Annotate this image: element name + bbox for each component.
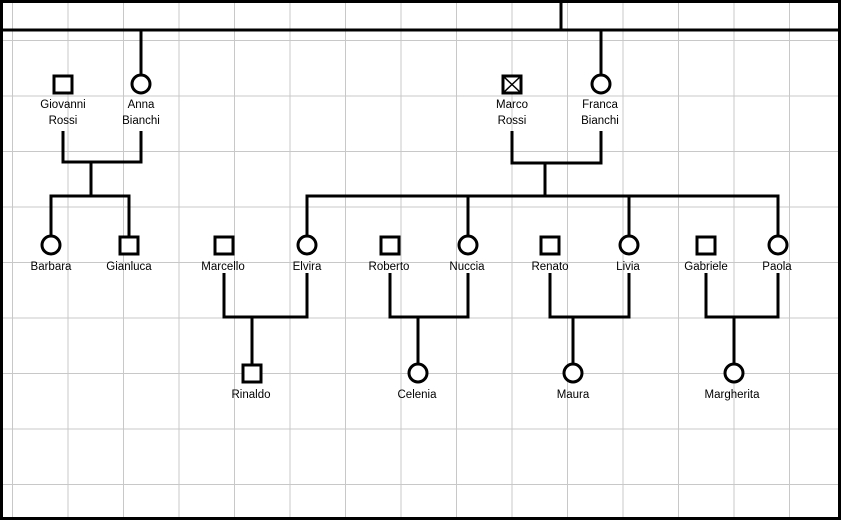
- maura-name-label: Maura: [556, 389, 590, 401]
- nuccia-name-label: Nuccia: [449, 261, 485, 273]
- marcello-name-label: Marcello: [201, 261, 245, 273]
- renato-male-symbol[interactable]: [539, 235, 561, 256]
- roberto-name-label: Roberto: [368, 261, 410, 273]
- celenia-female-symbol[interactable]: [407, 362, 429, 384]
- rinaldo-male-symbol[interactable]: [241, 363, 263, 384]
- pedigree-lines: [3, 3, 838, 384]
- marco-deceased-mark-2: [502, 75, 522, 94]
- giovanni-male-symbol[interactable]: [52, 74, 74, 95]
- paola-female-symbol[interactable]: [767, 234, 789, 256]
- livia-name-label: Livia: [616, 261, 640, 273]
- gabriele-male-symbol[interactable]: [695, 235, 717, 256]
- nuccia-female-symbol[interactable]: [457, 234, 479, 256]
- roberto-male-symbol[interactable]: [379, 235, 401, 256]
- livia-female-symbol[interactable]: [618, 234, 640, 256]
- marcello-male-symbol[interactable]: [213, 235, 235, 256]
- elvira-name-label: Elvira: [292, 261, 322, 273]
- maura-female-symbol[interactable]: [562, 362, 584, 384]
- barbara-female-symbol[interactable]: [40, 234, 62, 256]
- renato-name-label: Renato: [531, 261, 569, 273]
- franca-female-symbol[interactable]: [590, 73, 612, 95]
- paola-name-label: Paola: [762, 261, 792, 273]
- gianluca-name-label: Gianluca: [106, 261, 152, 273]
- barbara-name-label: Barbara: [30, 261, 72, 273]
- gianluca-male-symbol[interactable]: [118, 235, 140, 256]
- celenia-name-label: Celenia: [397, 389, 437, 401]
- rinaldo-name-label: Rinaldo: [231, 389, 271, 401]
- gabriele-name-label: Gabriele: [684, 261, 728, 273]
- margherita-female-symbol[interactable]: [723, 362, 745, 384]
- elvira-female-symbol[interactable]: [296, 234, 318, 256]
- anna-female-symbol[interactable]: [130, 73, 152, 95]
- margherita-name-label: Margherita: [704, 389, 760, 401]
